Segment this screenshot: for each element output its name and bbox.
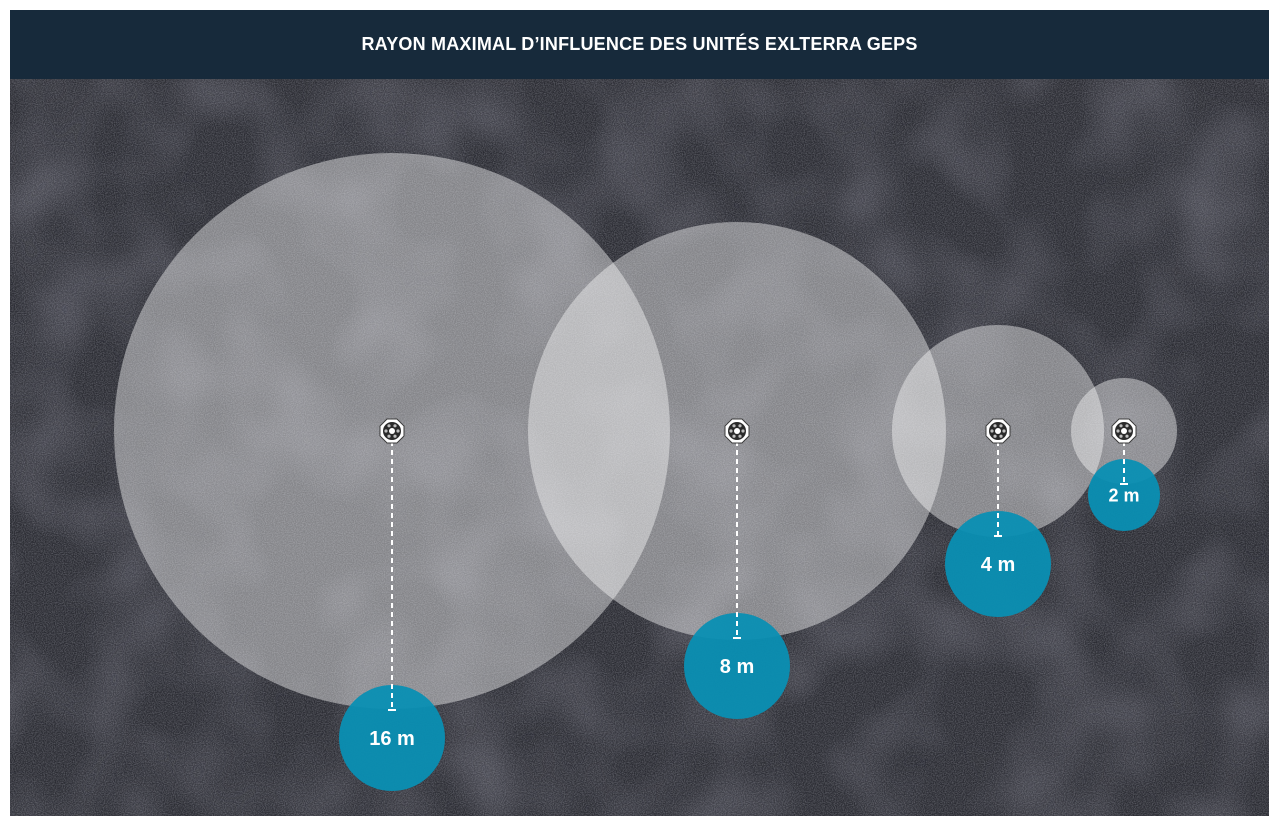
diagram-frame: RAYON MAXIMAL D’INFLUENCE DES UNITÉS EXL…: [10, 10, 1269, 816]
unit-2m-radius-line: [1120, 441, 1128, 485]
unit-2m-label-bubble: [1088, 459, 1160, 531]
geps-unit-icon: [985, 418, 1011, 444]
unit-4m-radius-line: [994, 441, 1002, 537]
geps-unit-icon: [724, 418, 750, 444]
soil-texture: [10, 79, 1269, 816]
title-bar: RAYON MAXIMAL D’INFLUENCE DES UNITÉS EXL…: [10, 10, 1269, 79]
unit-8m-radius-line: [733, 441, 741, 639]
geps-unit-icon: [379, 418, 405, 444]
unit-16m-radius-label: 16 m: [369, 728, 415, 750]
unit-2m-label: 2 m: [1088, 459, 1160, 531]
unit-16m-label-bubble: [339, 685, 445, 791]
soil-scene: 16 m 8 m 4 m 2 m: [10, 79, 1269, 816]
unit-8m-label: 8 m: [684, 613, 790, 719]
unit-4m-radius-label: 4 m: [981, 554, 1015, 576]
radius-labels: 16 m 8 m 4 m 2 m: [339, 459, 1160, 791]
radius-lines: [388, 441, 1128, 711]
unit-8m-label-bubble: [684, 613, 790, 719]
unit-2m-radius-label: 2 m: [1108, 485, 1139, 505]
unit-4m-label: 4 m: [945, 511, 1051, 617]
page-title: RAYON MAXIMAL D’INFLUENCE DES UNITÉS EXL…: [361, 34, 918, 54]
unit-4m-label-bubble: [945, 511, 1051, 617]
unit-8m-radius-label: 8 m: [720, 656, 754, 678]
influence-diagram: 16 m 8 m 4 m 2 m: [10, 79, 1269, 816]
geps-unit-icon: [1111, 418, 1137, 444]
unit-16m-radius-line: [388, 441, 396, 711]
unit-16m-label: 16 m: [339, 685, 445, 791]
unit-icons: [379, 418, 1137, 444]
